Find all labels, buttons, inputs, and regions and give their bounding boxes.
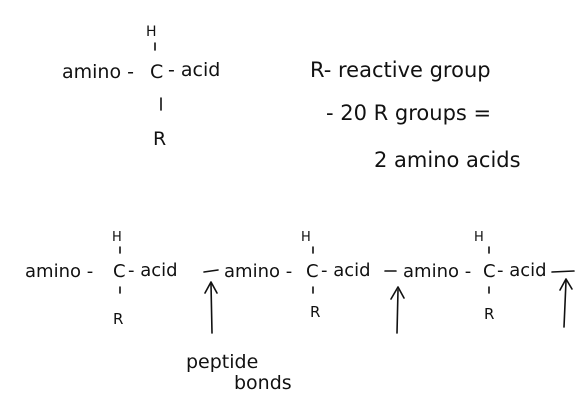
unit-1-h: H [112, 230, 122, 245]
link-1 [203, 269, 219, 273]
note-line-3: 2 amino acids [374, 148, 521, 172]
note-line-2: - 20 R groups = [326, 101, 491, 125]
peptide-bonds-label: peptide bonds [186, 351, 292, 394]
structure-h: H [146, 24, 157, 40]
structure-right: - acid [168, 59, 220, 81]
unit-3-h: H [474, 230, 484, 245]
structure-r: R [153, 128, 166, 150]
unit-2-left: amino - [224, 261, 292, 282]
label-peptide: peptide [186, 351, 258, 373]
unit-1-left: amino - [25, 261, 93, 282]
unit-2-r: R [310, 303, 320, 321]
unit-3-left: amino - [403, 261, 471, 282]
unit-1-r: R [113, 310, 123, 328]
arrow-up-icon [204, 281, 218, 334]
bond-arrows [204, 278, 573, 334]
arrow-up-icon [390, 286, 405, 334]
unit-2-right: - acid [321, 260, 371, 281]
chain-unit-3: H amino - C - acid R [403, 230, 547, 323]
unit-3-center: C [483, 261, 496, 282]
label-bonds: bonds [234, 372, 292, 394]
unit-2-h: H [301, 230, 311, 245]
note-line-1: R- reactive group [310, 58, 491, 82]
unit-3-r: R [484, 305, 494, 323]
unit-1-right: - acid [128, 260, 178, 281]
unit-3-right: - acid [497, 260, 547, 281]
arrow-up-icon [559, 278, 573, 328]
chain-unit-2: H amino - C - acid R [224, 230, 371, 321]
structure-center: C [150, 61, 163, 83]
chain-unit-1: H amino - C - acid R [25, 230, 178, 328]
structure-left: amino - [62, 61, 134, 83]
link-3-tail [551, 270, 575, 273]
unit-1-center: C [113, 261, 126, 282]
peptide-chain: H amino - C - acid R H amino - C - acid … [25, 230, 575, 328]
unit-2-center: C [306, 261, 319, 282]
notes: R- reactive group - 20 R groups = 2 amin… [310, 58, 521, 172]
amino-acid-structure: H amino - C - acid R [62, 24, 220, 150]
